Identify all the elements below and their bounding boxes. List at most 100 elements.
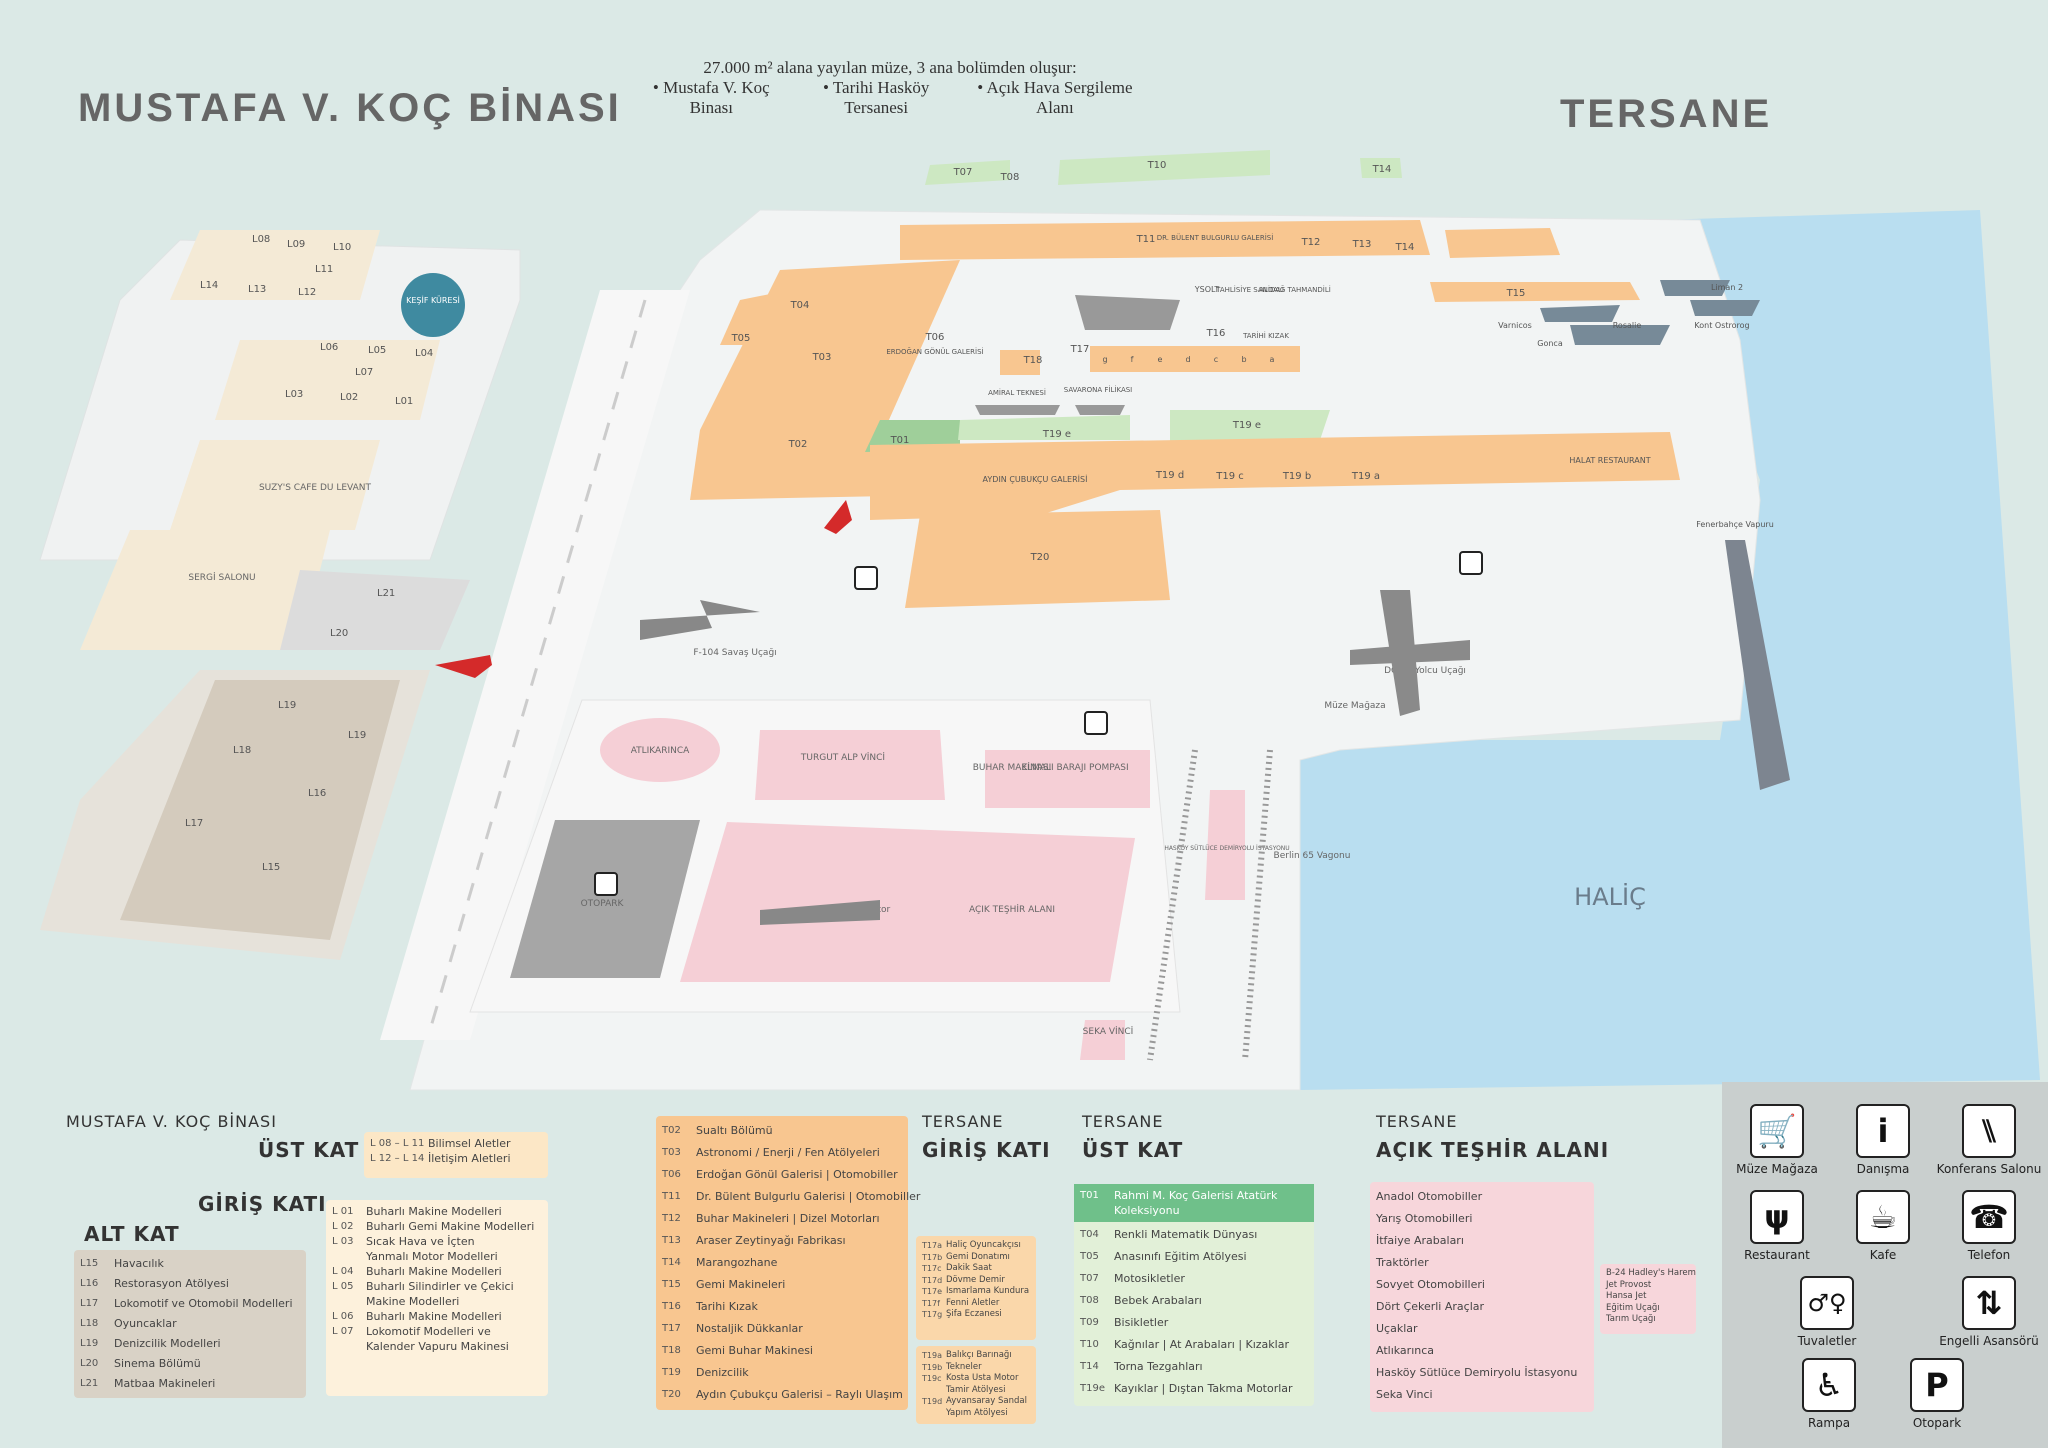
ship-labels: YSOLT TAHLİSİYE SANDALI ALİDAĞ TAHMANDİL… [988,283,1774,529]
tersane-labels: T07 T08 T10 T14 T11 DR. BÜLENT BULGURLU … [731,160,1651,563]
room-label: DR. BÜLENT BULGURLU GALERİSİ [1157,233,1274,242]
legend-icon-item: ⑊Konferans Salonu [1934,1104,2044,1176]
conference-icon: ⑊ [1962,1104,2016,1158]
right-title: TERSANE [1560,92,1773,136]
koc-labels: L08 L09 L10 L11 L14 L13 L12 L06 L05 L04 … [185,234,433,873]
kizak-letter: a [1270,355,1275,364]
entrance-arrow-icon [435,655,492,678]
room-label: L04 [415,348,433,359]
area-t11-t14 [900,220,1430,260]
kesif-kuresi-label: KEŞİF KÜRESİ [406,295,460,305]
outdoor-label: ATLIKARINCA [631,746,690,756]
room-label: L05 [368,345,386,356]
ship-label: Rosalie [1613,321,1642,330]
info-icon [854,566,878,590]
outdoor-label: OTOPARK [581,899,625,909]
outdoor-labels: F-104 Savaş Uçağı DC - 3 Yolcu Uçağı Müz… [581,648,1646,1037]
room-label: L08 [252,234,270,245]
room-label: T04 [790,300,810,311]
legend-row: Jet Provost [1606,1279,1652,1290]
intro-item: • Mustafa V. Koç Binası [652,78,770,117]
seka-area [1080,1020,1125,1060]
ship-icon [1075,405,1125,415]
ramp-icon: ♿ [1802,1358,1856,1412]
outdoor-label: AÇIK TEŞHİR ALANI [969,904,1055,915]
ship-icon [1690,300,1760,316]
kizak-letter: c [1214,355,1218,364]
room-label: T13 [1352,239,1372,250]
acik-teshir-area [680,822,1135,982]
room-label: L11 [315,264,333,275]
room-label: T19 e [1042,429,1071,440]
museum-map: KEŞİF KÜRESİ L08 L09 L10 L11 L14 L13 L12… [39,150,2040,1091]
intro-text: 27.000 m² alana yayılan müze, 3 ana bolü… [640,58,1140,118]
area-conference [1445,228,1560,258]
room-label: T01 [890,435,910,446]
accessible-elevator-icon: ⇅ [1962,1276,2016,1330]
legend-row: Sovyet Otomobilleri [1376,1278,1485,1291]
kizak-letter: e [1158,355,1163,364]
room-label: T08 [1000,172,1020,183]
legend-acik-heading: TERSANE [1376,1112,1458,1131]
room-label: T16 [1206,328,1226,339]
room-label: T20 [1030,552,1050,563]
room-label: T02 [788,439,808,450]
area-t15 [1430,282,1640,302]
phone-icon: ☎ [1962,1190,2016,1244]
restaurant-icon: ψ [1750,1190,1804,1244]
parking-icon [594,872,618,896]
room-label: T14 [1395,242,1415,253]
outdoor-label: BUHAR MAKİNASI [973,762,1052,773]
legend-icon-item: 🛒Müze Mağaza [1722,1104,1832,1176]
legend-icon-item: ☎Telefon [1934,1190,2044,1262]
cafe-icon: ☕ [1856,1190,1910,1244]
room-label: AYDIN ÇUBUKÇU GALERİSİ [983,474,1088,484]
legend-row: Hasköy Sütlüce Demiryolu İstasyonu [1376,1366,1578,1379]
room-label: T15 [1506,288,1526,299]
ship-icon [1540,305,1620,322]
area-t14-upper [1360,158,1402,178]
area-sergi-salonu [80,530,330,650]
otopark-area [510,820,700,978]
ship-label: YSOLT [1194,285,1220,294]
intro-items: • Mustafa V. Koç Binası • Tarihi Hasköy … [640,78,1140,118]
area-cafe [170,440,380,530]
ship-label: Varnicos [1498,321,1532,330]
legend-row: Eğitim Uçağı [1606,1302,1660,1313]
room-label: T14 [1372,164,1392,175]
entrance-arrow-icon [824,500,852,534]
room-label: T19 d [1155,470,1184,481]
legend-koc-heading: MUSTAFA V. KOÇ BİNASI [66,1112,277,1131]
fenerbahce-ship-icon [1725,540,1790,790]
room-label: L09 [287,239,305,250]
area-upper-labs [170,230,380,300]
room-label: T10 [1147,160,1167,171]
room-label: L03 [285,389,303,400]
room-label: HALAT RESTAURANT [1569,456,1650,465]
